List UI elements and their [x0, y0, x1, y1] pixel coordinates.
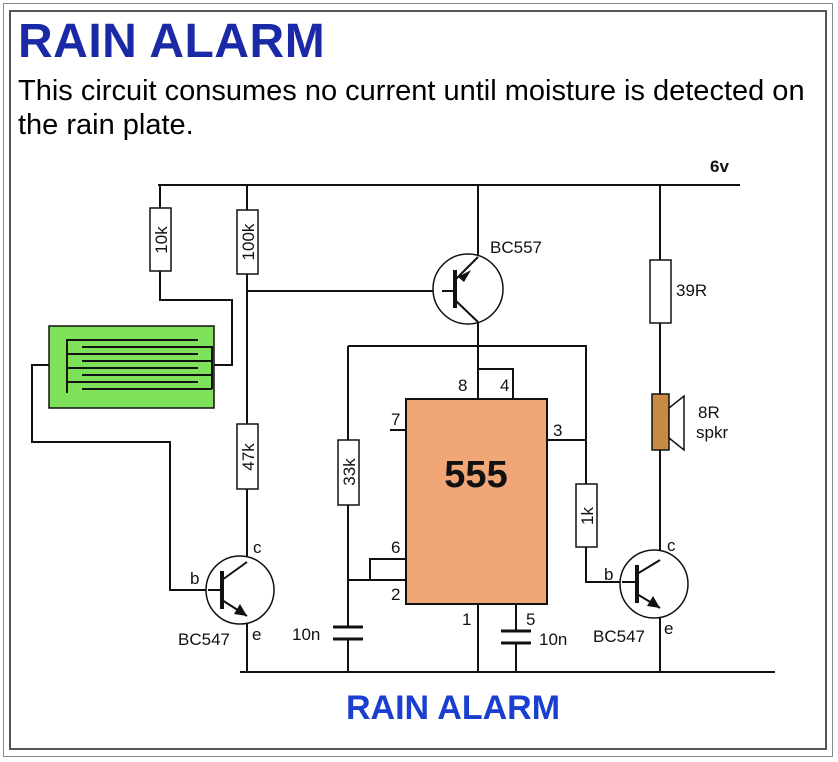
resistor-100k-label: 100k — [239, 223, 258, 260]
resistor-33k-label: 33k — [340, 458, 359, 486]
pin-5: 5 — [526, 610, 535, 629]
pin-6: 6 — [391, 538, 400, 557]
inner-frame — [9, 10, 827, 750]
pnp-arrow-icon — [458, 270, 471, 282]
pin-2: 2 — [391, 585, 400, 604]
resistor-47k: 47k — [236, 423, 259, 490]
resistor-1k: 1k — [575, 483, 598, 548]
npn-arrow-icon-right — [647, 596, 660, 608]
pin-7: 7 — [391, 410, 400, 429]
capacitor-left: 10n — [292, 625, 363, 644]
resistor-10k: 10k — [149, 207, 172, 272]
pin-3: 3 — [553, 421, 562, 440]
pin-4: 4 — [500, 376, 509, 395]
pin-e-right: e — [664, 619, 673, 638]
pin-c-right: c — [667, 536, 676, 555]
transistor-bc547-right-label: BC547 — [593, 627, 645, 646]
transistor-bc547-right: b c e BC547 — [593, 536, 689, 646]
pin-1: 1 — [462, 610, 471, 629]
resistor-39r-label: 39R — [676, 281, 707, 300]
capacitor-right-label: 10n — [539, 630, 567, 649]
transistor-bc547-left: b c e BC547 — [178, 538, 275, 649]
pin-e-left: e — [252, 625, 261, 644]
resistor-1k-label: 1k — [578, 507, 597, 525]
speaker-label-2: spkr — [696, 423, 728, 442]
transistor-bc557: BC557 — [432, 238, 542, 325]
resistor-47k-label: 47k — [239, 443, 258, 471]
page-description: This circuit consumes no current until m… — [18, 75, 805, 141]
resistor-39r: 39R — [649, 259, 707, 324]
npn-arrow-icon — [234, 604, 247, 616]
supply-label: 6v — [710, 157, 729, 176]
resistor-10k-label: 10k — [152, 226, 171, 254]
transistor-bc557-label: BC557 — [490, 238, 542, 257]
speaker-label-1: 8R — [698, 403, 720, 422]
resistor-100k: 100k — [236, 209, 259, 275]
page-title: RAIN ALARM — [18, 15, 326, 68]
transistor-bc547-left-label: BC547 — [178, 630, 230, 649]
pin-b-right: b — [604, 565, 613, 584]
resistor-33k: 33k — [337, 439, 360, 506]
wires — [31, 184, 775, 673]
speaker: 8R spkr — [651, 393, 728, 452]
ic-555: 555 1 2 3 4 5 6 7 8 — [391, 376, 562, 629]
pin-c-left: c — [253, 538, 262, 557]
rain-plate — [48, 325, 215, 409]
pin-8: 8 — [458, 376, 467, 395]
outer-frame — [3, 3, 833, 757]
capacitor-right: 10n — [501, 629, 567, 649]
pin-b-left: b — [190, 569, 199, 588]
capacitor-left-label: 10n — [292, 625, 320, 644]
diagram-caption: RAIN ALARM — [346, 689, 560, 727]
ic-555-label: 555 — [444, 454, 507, 496]
